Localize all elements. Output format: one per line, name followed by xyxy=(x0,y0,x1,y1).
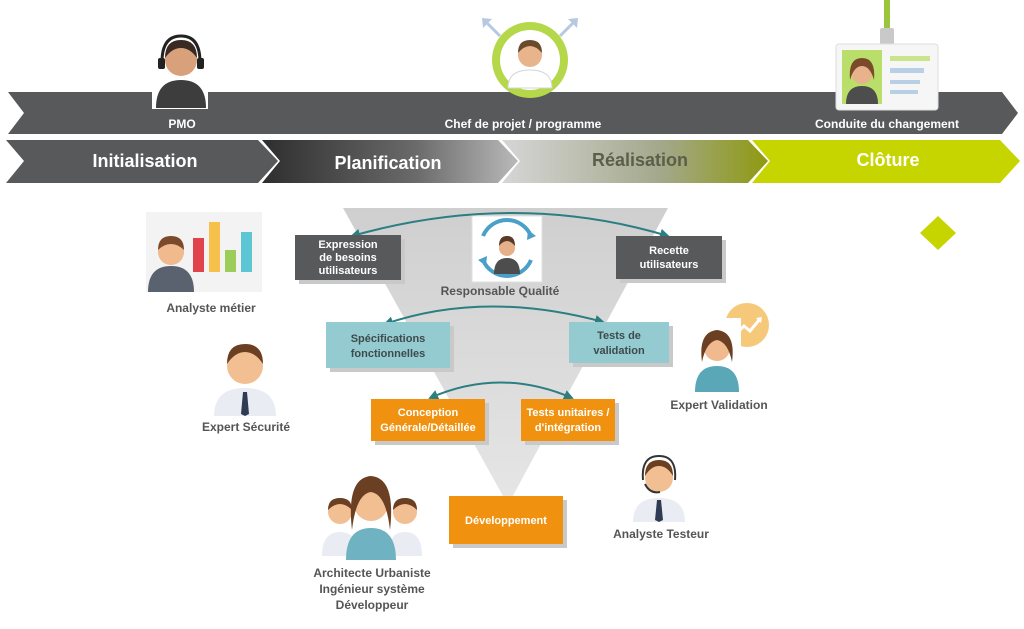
developpement-label: Développement xyxy=(465,515,547,527)
chef-projet-icon xyxy=(482,18,578,98)
analyste-testeur-label: Analyste Testeur xyxy=(613,527,709,541)
role-pmo-label: PMO xyxy=(168,117,195,131)
badge-icon xyxy=(835,0,939,111)
phase-label-realisation: Réalisation xyxy=(592,150,688,170)
phase-label-initialisation: Initialisation xyxy=(92,151,197,171)
tests-unitaires-box: Tests unitaires / d'intégration xyxy=(521,399,619,445)
analyste-testeur-icon xyxy=(630,452,688,522)
tests-validation-box: Tests de validation xyxy=(569,322,673,367)
team-label-developpeur: Développeur xyxy=(336,598,409,612)
tests-validation-line2: validation xyxy=(593,345,645,357)
arrow-conception-unitaires xyxy=(428,381,574,400)
conception-line2: Générale/Détaillée xyxy=(380,422,475,434)
responsable-qualite-icon xyxy=(471,215,543,283)
conception-line1: Conception xyxy=(398,407,459,419)
expression-line1: Expression xyxy=(318,239,378,251)
phase-realisation xyxy=(502,140,768,183)
phase-cloture xyxy=(752,140,1020,183)
expression-besoins-box: Expression de besoins utilisateurs xyxy=(295,235,405,284)
role-chef-label: Chef de projet / programme xyxy=(445,117,602,131)
team-people-icon xyxy=(318,474,424,560)
expert-securite-label: Expert Sécurité xyxy=(202,420,290,434)
tests-unitaires-line2: d'intégration xyxy=(535,422,601,434)
recette-utilisateurs-box: Recette utilisateurs xyxy=(616,236,726,283)
conception-box: Conception Générale/Détaillée xyxy=(371,399,489,445)
expert-securite-icon xyxy=(212,338,278,416)
expression-line3: utilisateurs xyxy=(319,265,378,277)
analyste-metier-label: Analyste métier xyxy=(166,301,256,315)
lime-diamond-icon xyxy=(920,216,956,250)
specs-line1: Spécifications xyxy=(351,333,426,345)
expert-validation-label: Expert Validation xyxy=(670,398,767,412)
expression-line2: de besoins xyxy=(319,252,376,264)
role-conduite-label: Conduite du changement xyxy=(815,117,959,131)
recette-line2: utilisateurs xyxy=(640,259,699,271)
phase-label-planification: Planification xyxy=(334,153,441,173)
tests-validation-line1: Tests de xyxy=(597,330,641,342)
recette-line1: Recette xyxy=(649,245,689,257)
funnel-shape xyxy=(343,208,668,505)
team-label-ingenieur: Ingénieur système xyxy=(319,582,425,596)
pmo-person-icon xyxy=(152,33,208,109)
phase-planification xyxy=(262,140,518,183)
expert-validation-icon xyxy=(693,303,769,392)
team-label-architecte: Architecte Urbaniste xyxy=(313,566,431,580)
responsable-qualite-label: Responsable Qualité xyxy=(441,284,560,298)
analyste-metier-icon xyxy=(146,212,262,292)
specs-line2: fonctionnelles xyxy=(351,348,426,360)
tests-unitaires-line1: Tests unitaires / xyxy=(527,407,610,419)
phase-initialisation xyxy=(6,140,278,183)
arrow-specs-tests xyxy=(383,305,605,327)
phase-label-cloture: Clôture xyxy=(857,150,920,170)
arrow-expression-recette xyxy=(350,212,670,239)
specifications-box: Spécifications fonctionnelles xyxy=(326,322,454,372)
developpement-box: Développement xyxy=(449,496,567,548)
roles-banner xyxy=(8,92,1018,134)
